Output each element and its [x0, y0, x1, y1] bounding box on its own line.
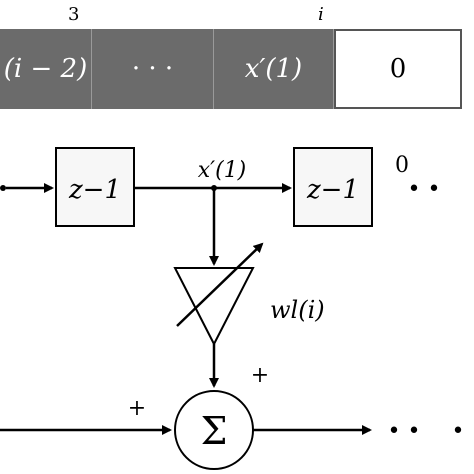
delay-block-2-label: z−1	[306, 175, 359, 205]
weight-amplifier	[173, 267, 255, 347]
index-label-i: i	[318, 4, 324, 25]
plus-left-sign: +	[128, 396, 146, 421]
tape-cell-zero: 0	[334, 29, 462, 109]
adaptive-weight-arrow	[176, 242, 264, 327]
tape-cell-x-prime-1: x′(1)	[214, 29, 334, 109]
right-ellipsis: • •	[408, 177, 441, 202]
summing-symbol: Σ	[201, 409, 228, 453]
output-ellipsis-tail: •	[452, 419, 465, 444]
next-value-label: 0	[395, 153, 409, 178]
weight-label: wl(i)	[270, 296, 325, 324]
output-ellipsis: • •	[388, 419, 421, 444]
delay-block-1-label: z−1	[68, 175, 121, 205]
index-label-3: 3	[68, 4, 80, 25]
plus-top-sign: +	[251, 363, 269, 388]
register-tape: (i − 2) · · · x′(1) 0	[0, 29, 474, 109]
tape-cell-ellipsis: · · ·	[92, 29, 214, 109]
delay-block-2	[293, 147, 373, 227]
input-dot	[0, 185, 6, 191]
delay-output-label: x′(1)	[198, 158, 247, 183]
tape-cell-i-minus-2: (i − 2)	[0, 29, 92, 109]
